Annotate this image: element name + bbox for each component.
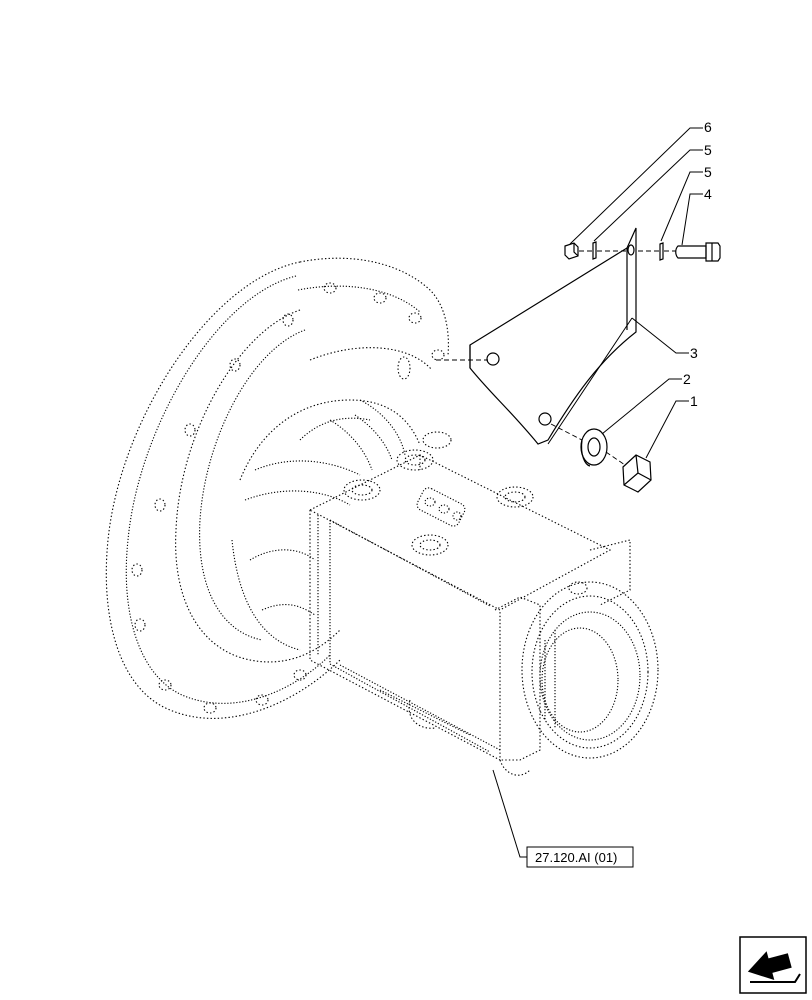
callout-4: 4	[704, 186, 712, 202]
washer-part-2[interactable]	[580, 428, 608, 467]
bracket-part-3[interactable]	[469, 227, 637, 445]
callout-labels: 6 5 5 4 3 2 1	[683, 119, 712, 409]
assembly-axis-lines	[436, 250, 676, 466]
leader-lines	[492, 127, 703, 858]
callout-5-left: 5	[704, 142, 712, 158]
axle-housing	[105, 257, 659, 776]
callout-3: 3	[690, 345, 698, 361]
callout-2: 2	[683, 371, 691, 387]
nut-part-1[interactable]	[622, 454, 652, 493]
reference-link[interactable]: 27.120.AI (01)	[526, 846, 634, 868]
next-page-arrow-icon[interactable]	[739, 936, 807, 994]
casting-mark	[416, 487, 466, 527]
washer-part-5-right[interactable]	[659, 242, 664, 261]
reference-label[interactable]: 27.120.AI (01)	[535, 850, 617, 865]
callout-1: 1	[690, 393, 698, 409]
nut-part-6[interactable]	[564, 242, 579, 260]
callout-5-right: 5	[704, 164, 712, 180]
callout-6: 6	[704, 119, 712, 135]
washer-part-5-left[interactable]	[592, 241, 597, 260]
bolt-part-4[interactable]	[675, 242, 721, 262]
